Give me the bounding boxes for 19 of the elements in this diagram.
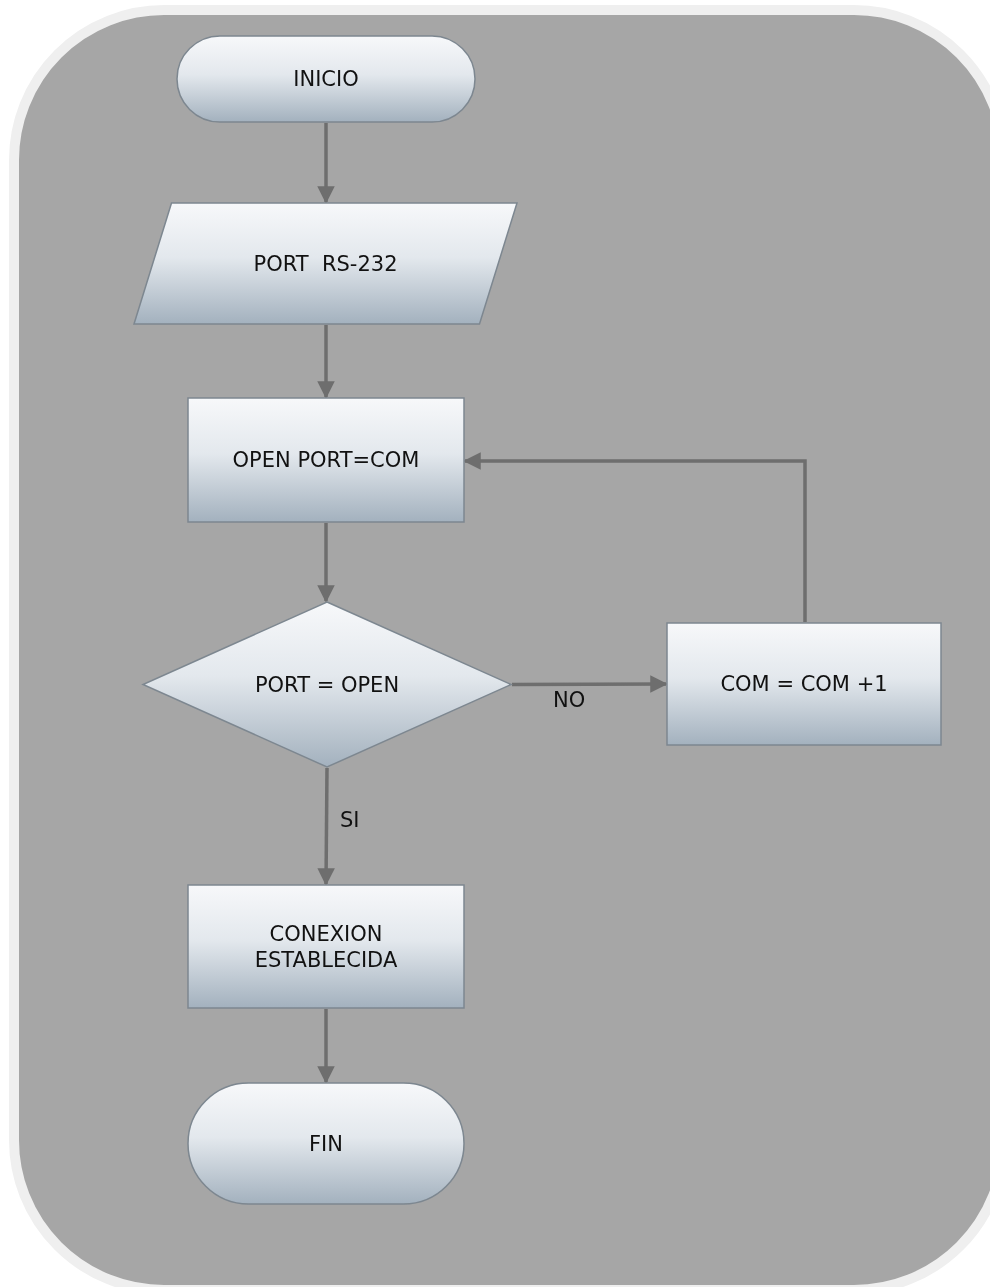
decision-diamond xyxy=(142,601,512,768)
process-box xyxy=(187,397,465,523)
arrow xyxy=(317,325,335,399)
node-label: PORT RS-232 xyxy=(252,250,399,277)
node-label: CONEXION ESTABLECIDA xyxy=(253,920,399,973)
process-box xyxy=(666,622,942,746)
node-label: OPEN PORT=COM xyxy=(231,446,421,474)
edge-label: SI xyxy=(340,808,360,832)
edge-label: NO xyxy=(553,688,586,712)
arrow xyxy=(317,123,335,204)
arrow xyxy=(317,768,335,886)
node-label: COM = COM +1 xyxy=(719,670,889,698)
process-box xyxy=(187,884,465,1009)
node-label: FIN xyxy=(308,1130,344,1157)
arrow xyxy=(317,523,335,603)
arrow xyxy=(512,675,668,693)
node-label: PORT = OPEN xyxy=(253,671,401,698)
node-label: INICIO xyxy=(292,65,360,93)
arrow xyxy=(317,1009,335,1084)
